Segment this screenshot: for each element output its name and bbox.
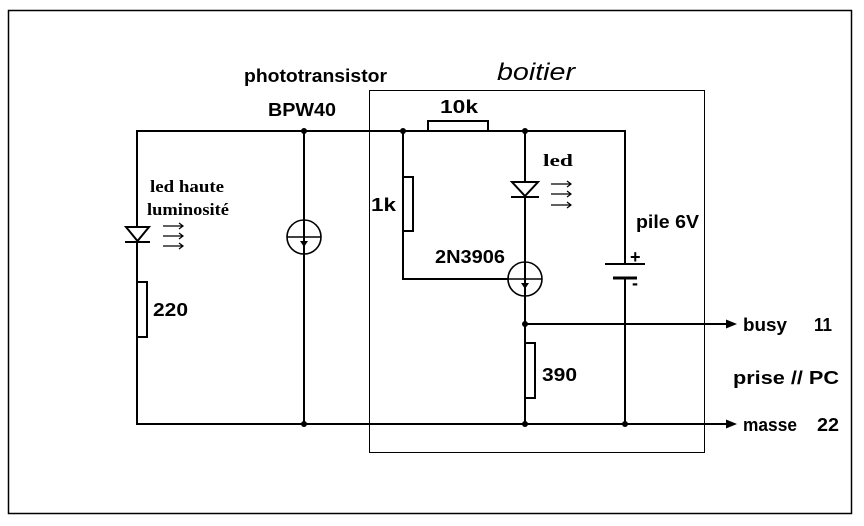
light-arrows-left-icon [163, 222, 184, 250]
resistor-1k-label: 1k [371, 195, 397, 215]
ground-pin-label: 22 [817, 415, 839, 435]
enclosure-box [369, 90, 705, 453]
led-symbol [509, 181, 541, 198]
junction-dot [301, 128, 307, 134]
busy-signal-label: busy [743, 315, 787, 335]
connector-label: prise // PC [733, 368, 839, 388]
battery-label: pile 6V [636, 212, 699, 232]
transistor-part-label: 2N3906 [435, 247, 505, 267]
resistor-10k-label: 10k [440, 97, 479, 117]
junction-dot [622, 421, 628, 427]
phototransistor-symbol [286, 219, 322, 255]
junction-dot [522, 128, 528, 134]
enclosure-label: boitier [497, 59, 576, 86]
resistor-1k [402, 176, 414, 232]
ground-arrowhead [726, 419, 737, 429]
wires [136, 130, 729, 425]
phototransistor-label: phototransistor [244, 66, 387, 86]
junction-dot [301, 421, 307, 427]
junction-dot [400, 128, 406, 134]
ground-signal-label: masse [743, 415, 797, 435]
busy-arrowhead [726, 319, 737, 329]
resistor-390-label: 390 [542, 365, 577, 385]
phototransistor-part-label: BPW40 [268, 100, 336, 120]
resistor-390 [524, 342, 536, 399]
led-label: led [543, 151, 574, 170]
light-arrows-right-icon [551, 180, 572, 209]
battery-symbol [605, 263, 645, 280]
transistor-symbol [507, 261, 543, 297]
junction-dots [301, 128, 628, 427]
battery-minus-label: - [632, 273, 638, 293]
battery-plus-label: + [630, 247, 641, 267]
led-high-brightness-label-line2: luminosité [147, 200, 229, 219]
outer-frame [7, 9, 853, 515]
resistor-10k [427, 120, 489, 132]
busy-pin-label: 11 [814, 315, 832, 335]
led-high-brightness-symbol [123, 226, 152, 243]
resistor-220 [136, 281, 148, 338]
led-high-brightness-label-line1: led haute [150, 177, 224, 196]
resistor-220-label: 220 [153, 300, 188, 320]
junction-dot [522, 421, 528, 427]
junction-dot [522, 321, 528, 327]
